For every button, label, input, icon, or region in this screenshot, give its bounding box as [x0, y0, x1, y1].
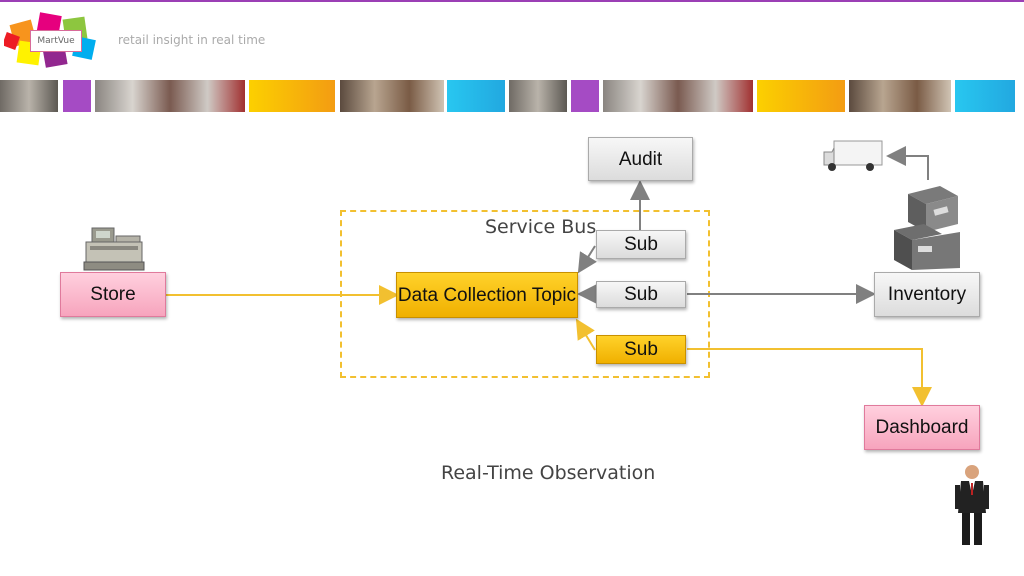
- sub-to-topic-arrow: [575, 318, 596, 351]
- blue-tile: [955, 80, 1015, 112]
- shop-interior-tile: [849, 80, 951, 112]
- store-photo-tile: [509, 80, 567, 112]
- inventory-to-truck-arrow: [886, 146, 929, 180]
- sub-to-topic-arrow: [577, 245, 597, 274]
- orange-tile: [757, 80, 845, 112]
- data-collection-topic-node: Data Collection Topic: [396, 272, 578, 318]
- shoppers-photo-tile: [95, 80, 245, 112]
- inventory-boxes-icon: [894, 186, 960, 270]
- inventory-node: Inventory: [874, 272, 980, 317]
- purple-tile: [571, 80, 599, 112]
- blue-tile: [447, 80, 505, 112]
- orange-tile: [249, 80, 335, 112]
- audit-node: Audit: [588, 137, 693, 181]
- shoppers-photo-tile: [603, 80, 753, 112]
- delivery-truck-icon: [823, 140, 883, 171]
- businessman-icon: [955, 465, 989, 545]
- top-accent-line: [0, 0, 1024, 2]
- service-bus-label: Service Bus: [485, 216, 597, 238]
- sub-dashboard-node: Sub: [596, 335, 686, 364]
- sub-inventory-node: Sub: [596, 281, 686, 308]
- store-node: Store: [60, 272, 166, 317]
- martvue-logo: MartVue: [2, 12, 104, 70]
- purple-tile: [63, 80, 91, 112]
- logo-text: MartVue: [30, 30, 82, 52]
- cash-register-icon: [83, 227, 145, 271]
- shop-interior-tile: [340, 80, 444, 112]
- diagram-caption: Real-Time Observation: [441, 462, 656, 484]
- header-image-strip: [0, 80, 1024, 112]
- sub-audit-node: Sub: [596, 230, 686, 259]
- sub-to-dashboard-arrow: [687, 348, 932, 407]
- dashboard-node: Dashboard: [864, 405, 980, 450]
- store-photo-tile: [0, 80, 58, 112]
- tagline: retail insight in real time: [118, 33, 266, 47]
